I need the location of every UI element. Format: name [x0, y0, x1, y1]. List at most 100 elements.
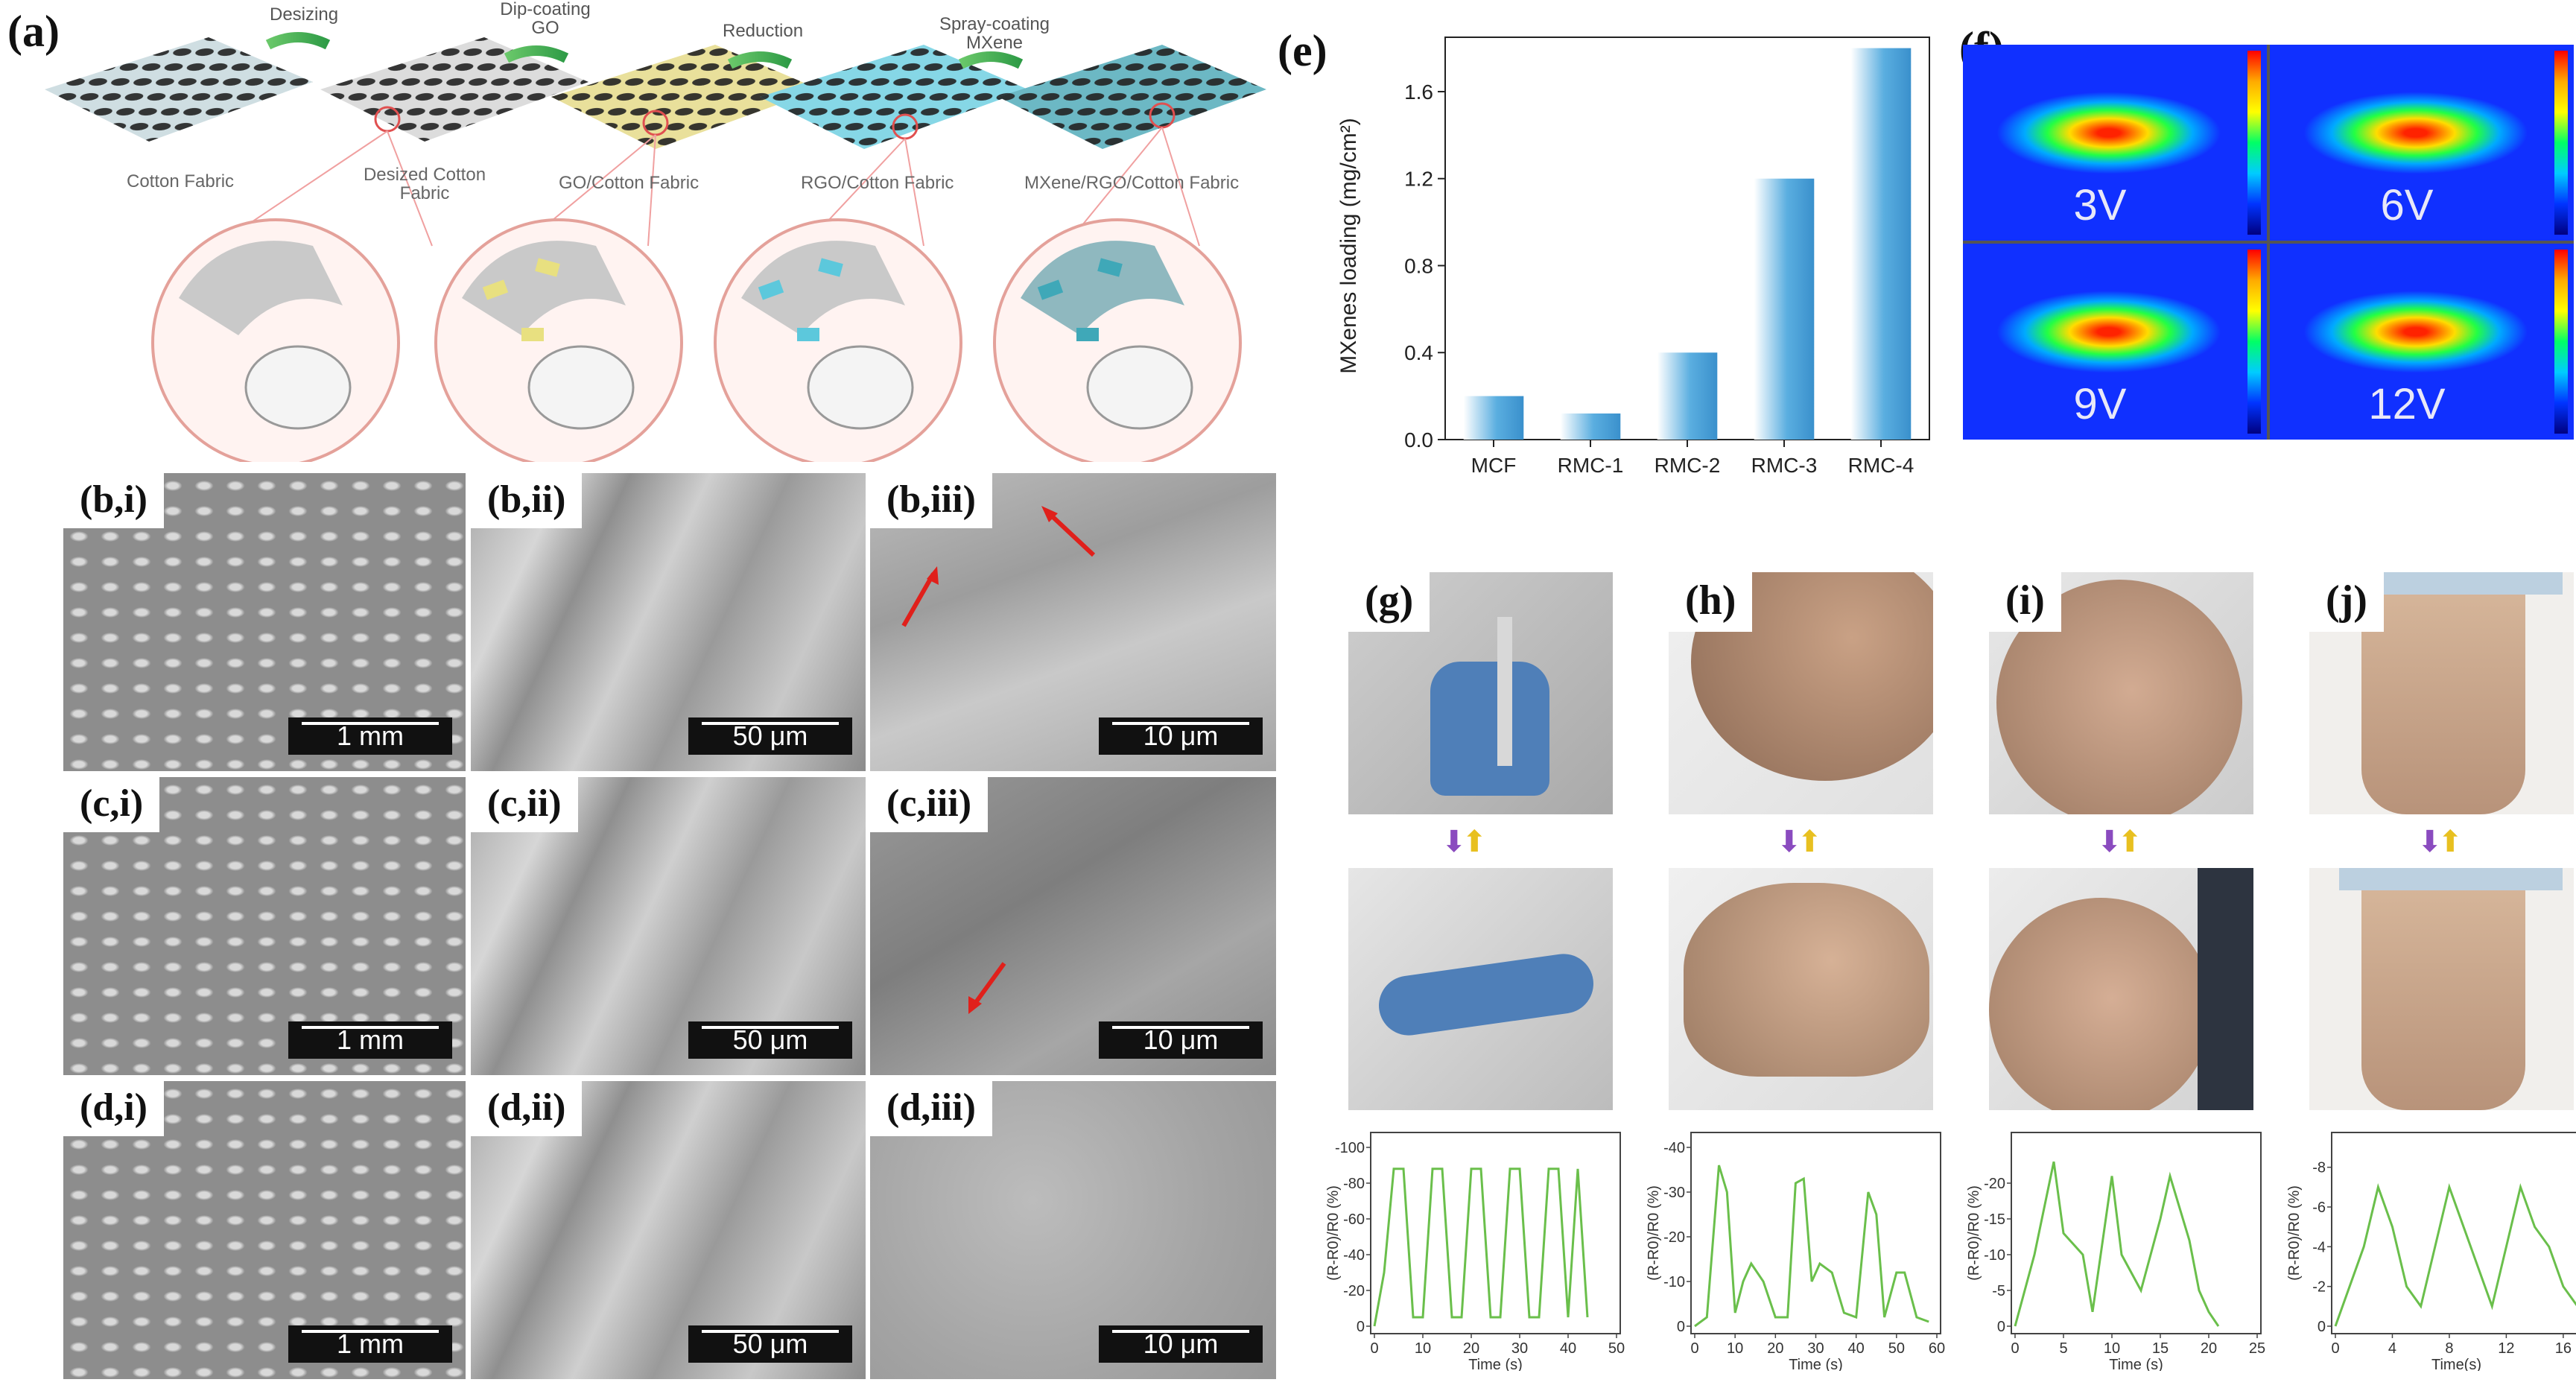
panel-e-label: (e)	[1278, 26, 1327, 75]
x-tick-label: 30	[1807, 1340, 1824, 1357]
x-tick-label: RMC-2	[1655, 454, 1721, 477]
y-tick-label: -10	[1663, 1274, 1685, 1290]
bar	[1657, 352, 1718, 440]
sem-image-b-ii: (b,ii) 50 μm	[471, 473, 866, 771]
x-tick-label: 0	[2331, 1340, 2339, 1357]
x-tick-label: MCF	[1471, 454, 1517, 477]
y-tick-label: 0.8	[1404, 254, 1433, 277]
sem-label: (c,ii)	[471, 777, 578, 832]
label-cotton-fabric: Cotton Fabric	[127, 171, 235, 191]
x-tick-label: 60	[1929, 1340, 1945, 1357]
bar	[1560, 413, 1621, 440]
sem-label: (b,iii)	[870, 473, 992, 528]
fabric-tile-5	[998, 45, 1266, 149]
x-tick-label: 15	[2152, 1340, 2169, 1357]
resistance-trace	[2014, 1161, 2220, 1327]
photo-i-top: (i)	[1989, 572, 2253, 814]
x-tick-label: 10	[1727, 1340, 1743, 1357]
sem-label: (c,i)	[63, 777, 160, 832]
x-tick-label: 10	[1415, 1340, 1431, 1357]
fiber-bundle-plain	[151, 218, 400, 462]
y-tick-label: 1.2	[1404, 168, 1433, 191]
sem-image-d-iii: (d,iii) 10 μm	[870, 1081, 1276, 1379]
sem-image-d-ii: (d,ii) 50 μm	[471, 1081, 866, 1379]
y-tick-label: 0	[1357, 1319, 1365, 1335]
y-tick-label: -40	[1663, 1140, 1685, 1156]
y-tick-label: -20	[1984, 1176, 2005, 1192]
scale-bar: 50 μm	[688, 717, 852, 755]
label-go-cotton-fabric: GO/Cotton Fabric	[559, 173, 699, 193]
thermal-image-12v: 12V	[2270, 244, 2574, 440]
x-tick-label: 25	[2249, 1340, 2265, 1357]
plot-frame	[2331, 1132, 2576, 1334]
thermal-image-6v: 6V	[2270, 45, 2574, 241]
photo-g-top: (g)	[1348, 572, 1613, 814]
x-tick-label: 16	[2555, 1340, 2572, 1357]
photo-label: (j)	[2309, 572, 2384, 632]
thermal-grid: 3V 6V 9V 12V	[1963, 45, 2574, 440]
fiber-bundle-go	[434, 218, 683, 462]
photo-g-bottom	[1348, 868, 1613, 1110]
x-tick-label: 8	[2445, 1340, 2453, 1357]
x-tick-label: 10	[2104, 1340, 2120, 1357]
sem-label: (d,iii)	[870, 1081, 992, 1136]
thermal-image-9v: 9V	[1963, 244, 2267, 440]
y-tick-label: 0	[1997, 1319, 2005, 1335]
x-tick-label: 5	[2059, 1340, 2067, 1357]
y-axis-label: MXenes loading (mg/cm²)	[1336, 118, 1361, 373]
photo-h-bottom	[1669, 868, 1933, 1110]
fiber-bundle-rgo	[714, 218, 962, 462]
y-tick-label: -60	[1343, 1211, 1365, 1228]
fabric-tile-1	[45, 37, 313, 142]
y-tick-label: -100	[1335, 1140, 1365, 1156]
y-tick-label: -20	[1343, 1283, 1365, 1299]
x-tick-label: 0	[1370, 1340, 1378, 1357]
y-tick-label: -8	[2312, 1160, 2326, 1176]
scale-bar: 1 mm	[288, 1021, 452, 1059]
bar	[1754, 178, 1815, 440]
bar	[1850, 48, 1912, 440]
x-axis-label: Time(s)	[2431, 1357, 2481, 1371]
bend-release-arrows-icon: ⬇⬆	[2097, 826, 2142, 858]
fabric-tile-2	[320, 37, 589, 142]
scale-bar: 1 mm	[288, 717, 452, 755]
photo-label: (h)	[1669, 572, 1753, 632]
y-tick-label: -4	[2312, 1239, 2326, 1255]
y-tick-label: 0.4	[1404, 341, 1433, 364]
y-axis-label: (R-R0)/R0 (%)	[1646, 1185, 1662, 1281]
resistance-trace	[2334, 1183, 2576, 1327]
x-tick-label: 20	[2201, 1340, 2217, 1357]
y-tick-label: -2	[2312, 1279, 2326, 1296]
y-tick-label: 0	[1677, 1319, 1685, 1335]
y-tick-label: -40	[1343, 1247, 1365, 1264]
x-tick-label: RMC-4	[1848, 454, 1914, 477]
photo-label: (i)	[1989, 572, 2061, 632]
voltage-label: 6V	[2380, 181, 2434, 229]
scale-bar: 10 μm	[1099, 1325, 1263, 1363]
scale-bar: 50 μm	[688, 1021, 852, 1059]
process-arrow-2	[504, 45, 569, 63]
x-tick-label: 30	[1511, 1340, 1528, 1357]
bend-release-arrows-icon: ⬇⬆	[1777, 826, 1822, 858]
photo-h-top: (h)	[1669, 572, 1933, 814]
y-axis-label: (R-R0)/R0 (%)	[1967, 1185, 1982, 1281]
y-tick-label: -6	[2312, 1200, 2326, 1216]
step-desizing: Desizing	[270, 4, 339, 25]
bend-release-arrows-icon: ⬇⬆	[2417, 826, 2463, 858]
x-tick-label: 0	[1690, 1340, 1698, 1357]
red-arrow-icon	[968, 962, 1006, 1014]
x-tick-label: RMC-1	[1558, 454, 1624, 477]
y-tick-label: 1.6	[1404, 80, 1433, 104]
process-arrow-3	[727, 51, 793, 69]
y-tick-label: 0.0	[1404, 428, 1433, 452]
x-tick-label: 4	[2388, 1340, 2396, 1357]
scale-bar: 10 μm	[1099, 717, 1263, 755]
x-tick-label: 40	[1560, 1340, 1576, 1357]
y-axis-label: (R-R0)/R0 (%)	[1326, 1185, 1342, 1281]
y-tick-label: -10	[1984, 1247, 2005, 1264]
label-mxene-rgo-cotton-fabric: MXene/RGO/Cotton Fabric	[1024, 173, 1240, 193]
process-arrow-1	[265, 32, 331, 50]
